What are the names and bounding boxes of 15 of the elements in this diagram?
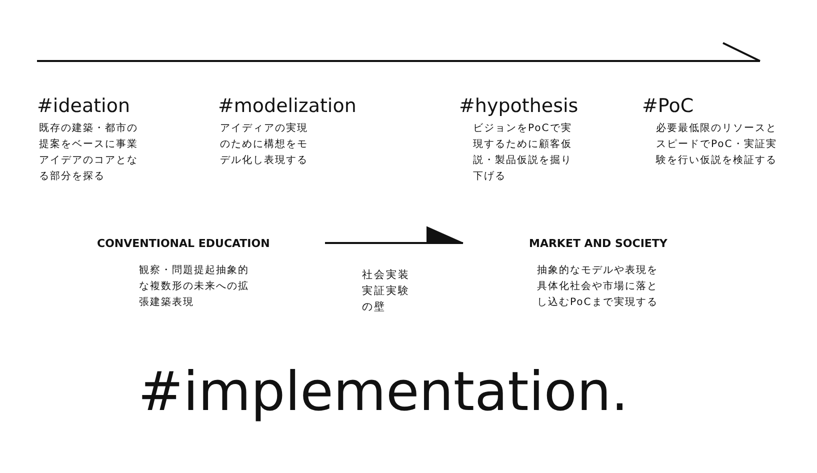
section-heading: MARKET AND SOCIETY [529,237,668,251]
phase-heading: #ideation [37,94,130,118]
arrow [325,226,464,244]
edge-label: 社会実装実証実験の壁 [362,268,411,315]
phase-description: 既存の建築・都市の提案をベースに事業アイデアのコアとなる部分を探る [39,122,139,184]
phase-description: 必要最低限のリソースとスピードでPoC・実証実験を行い仮説を検証する [656,122,778,168]
section-description: 観察・問題提起抽象的な複数形の未来への拡張建築表現 [139,264,250,310]
phase-heading: #modelization [218,94,356,118]
phase-description: ビジョンをPoCで実現するために顧客仮説・製品仮説を掘り下げる [473,122,573,184]
section-description: 抽象的なモデルや表現を具体化社会や市場に落とし込むPoCまで実現する [537,264,659,310]
phase-heading: #hypothesis [459,94,578,118]
phase-heading: #PoC [642,94,694,118]
phase-description: アイディアの実現のために構想をモデル化し表現する [220,122,309,168]
caption: #implementation. [138,360,628,424]
section-heading: CONVENTIONAL EDUCATION [97,237,270,251]
